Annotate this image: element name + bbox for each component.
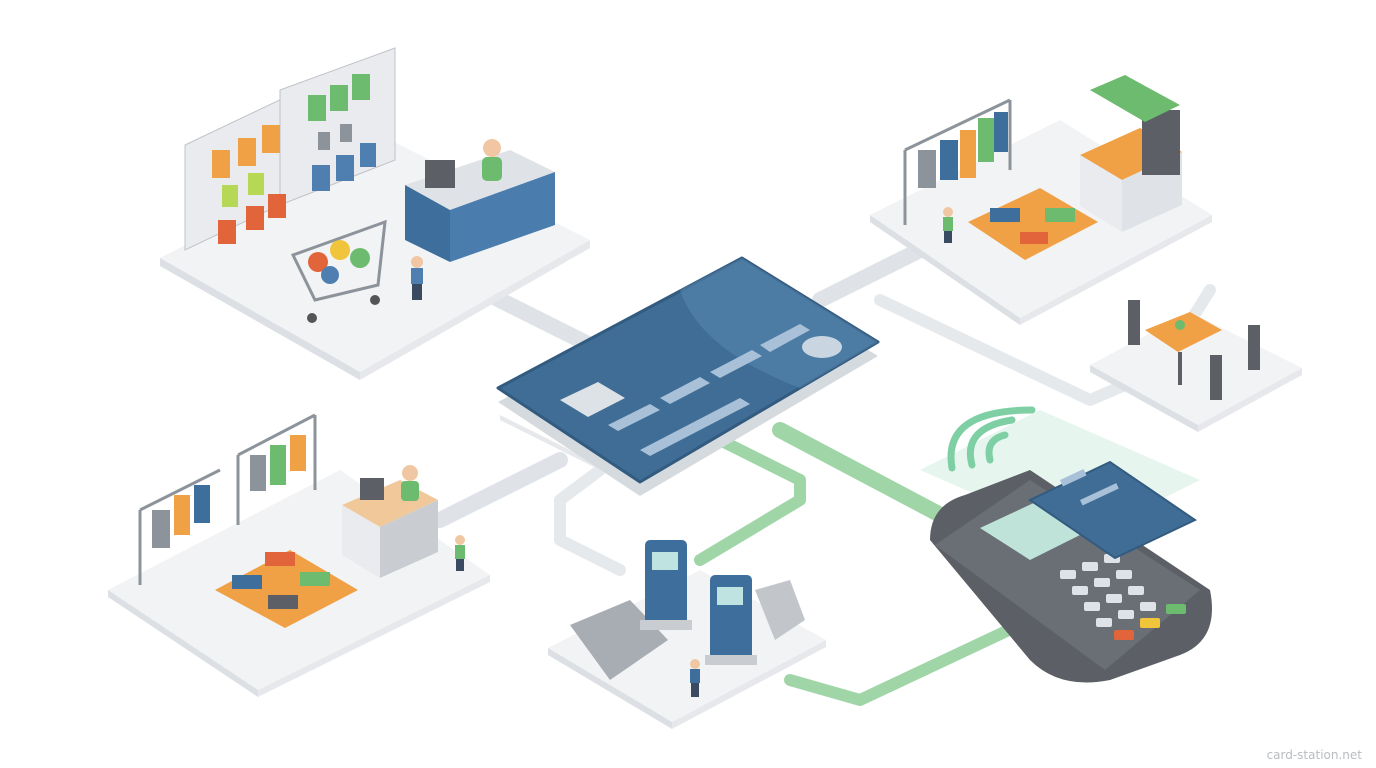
car [755,580,805,640]
clothing-rack [138,413,317,585]
shop-kiosk [1080,75,1182,232]
credit-card [496,256,880,496]
checkout-counter [342,465,438,578]
contactless-icon [947,406,1036,472]
watermark: card-station.net [1266,748,1362,762]
clothing-rack [903,98,1012,225]
display-table [968,188,1098,260]
cafe-scene [1090,300,1302,432]
clothing-store-scene [108,413,490,697]
path-gas-green [694,434,806,566]
payment-terminal [920,406,1212,683]
path-gas-gray [554,464,626,576]
path-terminal-green [772,422,958,528]
chip-icon [560,382,625,417]
shopping-cart-icon [290,219,387,323]
grocery-store-scene [160,47,590,380]
path-grocery [472,282,608,358]
customer [690,659,700,697]
path-boutique [812,237,938,308]
child-shopper [455,535,465,571]
hanging-clothes [152,435,306,548]
path-clothing [432,452,568,528]
child-shopper [943,207,953,243]
tapped-card [1027,460,1198,560]
path-terminal-bottom [784,614,1036,706]
checkout-counter [405,139,555,262]
fuel-pump-icon [705,575,757,665]
fuel-pump-icon [640,540,692,630]
gas-station-scene [548,540,826,729]
shopper [411,256,423,300]
hanging-clothes [918,112,1008,188]
display-table [215,550,358,628]
keypad [1060,554,1186,640]
clothing-boutique-scene [870,75,1212,325]
shelf [184,47,396,251]
